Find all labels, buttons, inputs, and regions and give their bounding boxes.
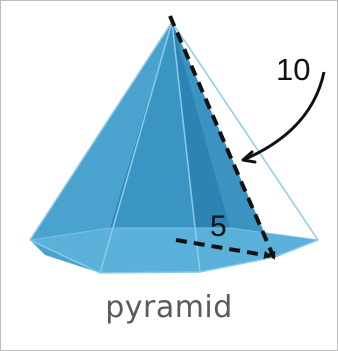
callout-arrow-tip [241, 150, 257, 164]
pyramid-edges [29, 21, 319, 274]
slant-height-label: 10 [276, 52, 310, 87]
apothem-line [175, 238, 272, 259]
shape-name-label: pyramid [105, 290, 233, 325]
base-face [30, 228, 318, 273]
slant-height-callout [242, 71, 326, 162]
slant-height-line [168, 15, 276, 260]
apothem-label: 5 [210, 210, 227, 243]
right-face [172, 22, 318, 257]
front-left-face [100, 22, 200, 273]
